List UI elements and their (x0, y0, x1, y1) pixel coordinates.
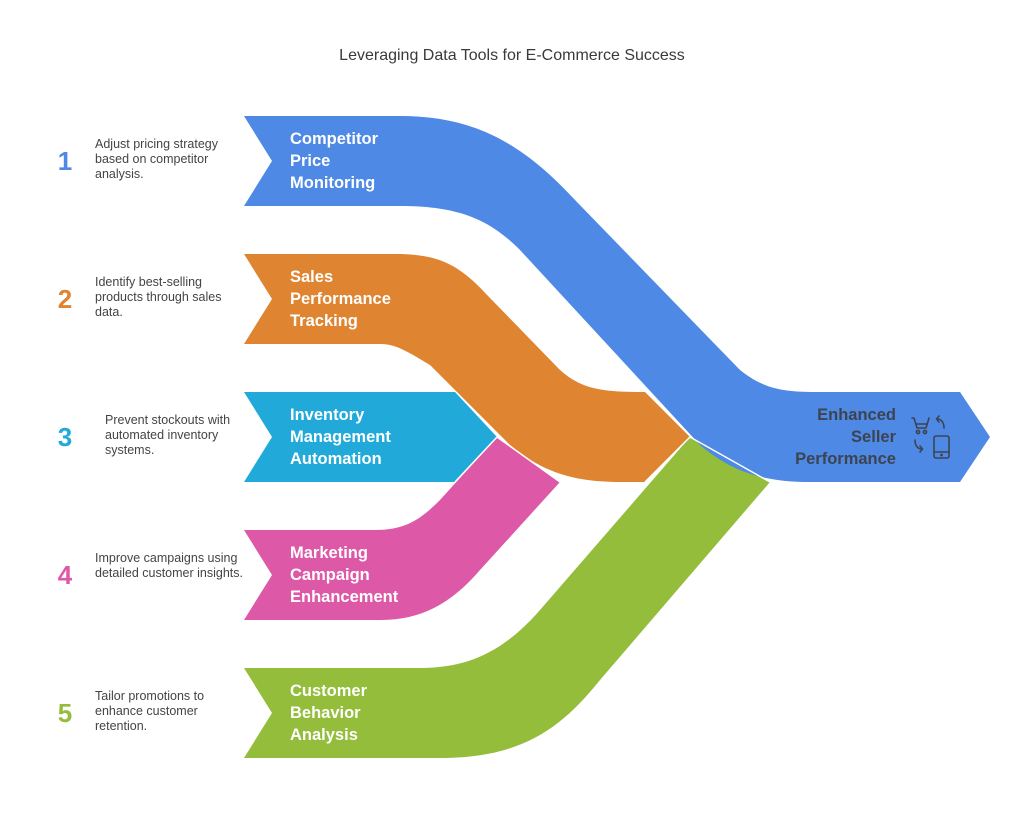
step-number-5: 5 (57, 698, 73, 728)
step-description-4: Improve campaigns using detailed custome… (95, 551, 243, 580)
separator (496, 436, 561, 483)
band-inventory-management (244, 392, 497, 482)
diagram-title: Leveraging Data Tools for E-Commerce Suc… (339, 47, 685, 64)
band-label-1: Competitor Price Monitoring (290, 130, 378, 192)
step-description-3: Prevent stockouts with automated invento… (105, 413, 231, 457)
step-number-4: 4 (57, 560, 73, 590)
separator (454, 436, 498, 483)
cart-phone-exchange-icon (911, 415, 950, 459)
band-label-2: Sales Performance Tracking (290, 268, 391, 330)
band-marketing-campaign (244, 437, 560, 620)
step-number-1: 1 (57, 146, 73, 176)
band-competitor-price (244, 116, 990, 482)
step-number-3: 3 (57, 422, 73, 452)
separator (644, 436, 691, 483)
step-description-2: Identify best-selling products through s… (95, 275, 222, 319)
output-label: Enhanced Seller Performance (795, 406, 896, 468)
band-label-3: Inventory Management Automation (290, 406, 391, 468)
band-sales-performance (244, 254, 690, 482)
band-label-5: Customer Behavior Analysis (290, 682, 368, 744)
step-description-5: Tailor promotions to enhance customer re… (95, 689, 205, 733)
band-label-4: Marketing Campaign Enhancement (290, 544, 399, 606)
band-customer-behavior (244, 437, 770, 758)
step-number-2: 2 (57, 284, 73, 314)
separator (689, 436, 771, 483)
step-description-1: Adjust pricing strategy based on competi… (95, 137, 218, 181)
